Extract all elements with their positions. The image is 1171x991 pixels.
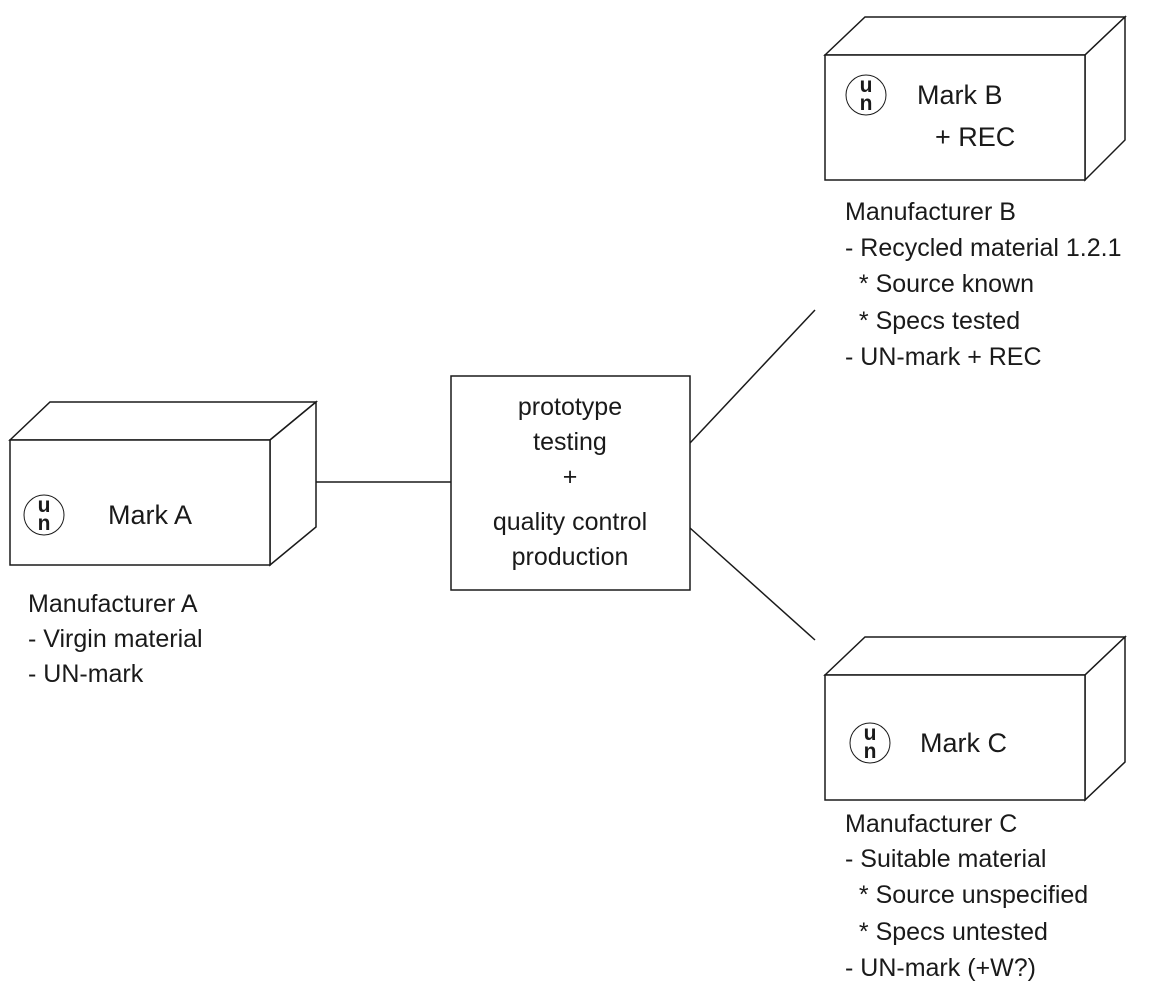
package-box-c: u n Mark C (823, 635, 1127, 802)
svg-text:n: n (864, 740, 877, 763)
mark-b-label: Mark B (917, 80, 1003, 110)
caption-c: Manufacturer C - Suitable material * Sou… (845, 810, 1088, 982)
mark-c-label: Mark C (920, 728, 1007, 758)
process-line-2: testing (533, 428, 607, 456)
caption-b-line: Manufacturer B (845, 198, 1016, 226)
process-line-5: production (512, 543, 629, 571)
process-box: prototype testing + quality control prod… (450, 375, 691, 591)
connector-center-b (689, 309, 816, 444)
process-line-3: + (563, 463, 578, 491)
svg-text:u: u (38, 494, 51, 517)
caption-c-line: - Suitable material (845, 845, 1046, 873)
caption-c-line: - UN-mark (+W?) (845, 954, 1036, 982)
mark-a-label: Mark A (108, 500, 192, 530)
package-box-a: u n Mark A (8, 400, 319, 567)
caption-b-line: * Source known (845, 270, 1034, 298)
svg-text:u: u (860, 74, 873, 97)
mark-b-sublabel: + REC (935, 122, 1015, 152)
caption-a: Manufacturer A - Virgin material - UN-ma… (28, 590, 203, 688)
svg-text:n: n (860, 92, 873, 115)
connector-center-c (689, 527, 816, 641)
un-logo-icon: u n (849, 722, 891, 764)
package-box-b: u n Mark B + REC (823, 15, 1127, 182)
caption-a-line: - Virgin material (28, 625, 203, 653)
un-logo-icon: u n (845, 74, 887, 116)
svg-text:u: u (864, 722, 877, 745)
process-line-1: prototype (518, 393, 622, 421)
caption-b-line: * Specs tested (845, 307, 1020, 335)
caption-a-line: - UN-mark (28, 660, 144, 688)
caption-b-line: - Recycled material 1.2.1 (845, 234, 1122, 262)
process-line-4: quality control (493, 508, 647, 536)
caption-c-line: * Source unspecified (845, 881, 1088, 909)
un-logo-icon: u n (23, 494, 65, 536)
caption-b-line: - UN-mark + REC (845, 343, 1042, 371)
caption-c-line: * Specs untested (845, 918, 1048, 946)
caption-c-line: Manufacturer C (845, 810, 1017, 838)
svg-text:n: n (38, 512, 51, 535)
caption-b: Manufacturer B - Recycled material 1.2.1… (845, 198, 1122, 371)
caption-a-line: Manufacturer A (28, 590, 198, 618)
